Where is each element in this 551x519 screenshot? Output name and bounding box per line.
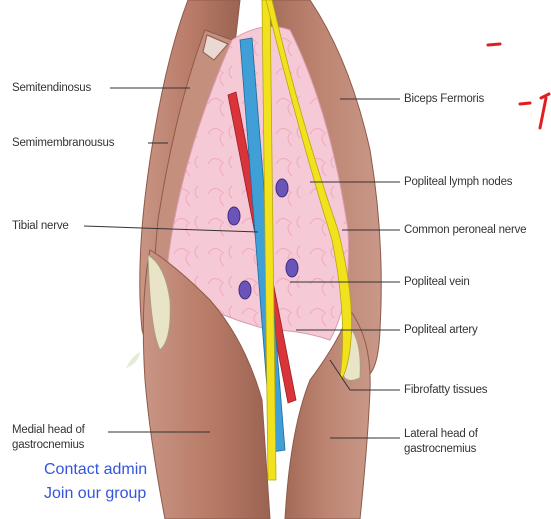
label-lateral-head-line1: Lateral head of: [404, 428, 478, 441]
lymph-node: [228, 207, 240, 225]
faint-leaf-mark: [126, 352, 140, 368]
label-popliteal-artery: Popliteal artery: [404, 324, 478, 337]
annotation-marks: [488, 44, 549, 128]
contact-admin-link[interactable]: Contact admin: [44, 460, 147, 480]
label-fibrofatty-tissues: Fibrofatty tissues: [404, 384, 487, 397]
lymph-node: [286, 259, 298, 277]
label-tibial-nerve: Tibial nerve: [12, 220, 69, 233]
label-biceps-femoris: Biceps Fermoris: [404, 93, 484, 106]
label-medial-head-line2: gastrocnemius: [12, 439, 84, 452]
lymph-node: [239, 281, 251, 299]
label-lateral-head-line2: gastrocnemius: [404, 443, 476, 456]
label-popliteal-vein: Popliteal vein: [404, 276, 470, 289]
label-popliteal-lymph-nodes: Popliteal lymph nodes: [404, 176, 512, 189]
label-semitendinosus: Semitendinosus: [12, 82, 91, 95]
join-group-link[interactable]: Join our group: [44, 484, 146, 504]
lymph-node: [276, 179, 288, 197]
label-common-peroneal-nerve: Common peroneal nerve: [404, 224, 526, 237]
label-medial-head-line1: Medial head of: [12, 424, 85, 437]
label-semimembranousus: Semimembranousus: [12, 137, 114, 150]
